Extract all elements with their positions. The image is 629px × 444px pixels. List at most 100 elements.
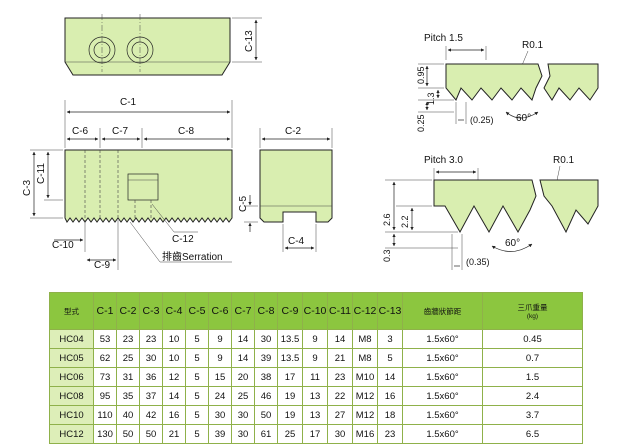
- base-1: 0.25: [416, 114, 426, 132]
- label-c2: C-2: [285, 126, 302, 137]
- table-cell: 9: [208, 329, 232, 349]
- cell-model: HC05: [49, 348, 94, 368]
- table-cell: 22: [327, 386, 353, 406]
- table-cell: 5: [185, 386, 209, 406]
- table-cell: 40: [116, 405, 140, 425]
- table-cell: 24: [208, 386, 232, 406]
- serration-detail-1: Pitch 1.5 R0.1 0.95 1.3 0.25 (0.25) 60°: [416, 33, 599, 132]
- table-cell: 12: [162, 367, 186, 387]
- header-c5: C-5: [185, 292, 209, 330]
- label-c13: C-13: [244, 30, 255, 52]
- label-c3: C-3: [22, 179, 33, 196]
- table-cell: 1.5x60°: [402, 386, 483, 406]
- table-cell: 46: [254, 386, 278, 406]
- cell-model: HC08: [49, 386, 94, 406]
- table-cell: 30: [231, 424, 255, 444]
- table-cell: 23: [139, 329, 163, 349]
- table-cell: 18: [377, 405, 403, 425]
- table-cell: 30: [208, 405, 232, 425]
- table-cell: 9: [302, 329, 328, 349]
- cell-model: HC06: [49, 367, 94, 387]
- table-cell: 36: [139, 367, 163, 387]
- radius-1: R0.1: [522, 40, 544, 51]
- table-cell: 14: [231, 329, 255, 349]
- label-c6: C-6: [72, 126, 89, 137]
- top-view: C-13: [64, 14, 262, 76]
- table-cell: 30: [139, 348, 163, 368]
- depth-2: 2.2: [400, 215, 410, 228]
- radius-2: R0.1: [553, 155, 575, 166]
- table-cell: 17: [277, 367, 303, 387]
- height-1: 0.95: [416, 66, 426, 84]
- table-cell: 37: [139, 386, 163, 406]
- table-cell: 13: [302, 405, 328, 425]
- table-cell: 10: [162, 329, 186, 349]
- table-cell: 25: [116, 348, 140, 368]
- label-c5: C-5: [238, 195, 249, 212]
- table-cell: M8: [352, 329, 378, 349]
- header-c3: C-3: [139, 292, 163, 330]
- flat-1: (0.25): [470, 115, 494, 125]
- depth-1: 1.3: [426, 92, 436, 105]
- table-cell: 25: [231, 386, 255, 406]
- height-2: 2.6: [382, 213, 392, 226]
- table-cell: 39: [208, 424, 232, 444]
- table-cell: 1.5x60°: [402, 405, 483, 425]
- table-cell: 5: [185, 367, 209, 387]
- table-cell: 23: [116, 329, 140, 349]
- header-c10: C-10: [302, 292, 328, 330]
- table-cell: 62: [93, 348, 117, 368]
- header-c11: C-11: [327, 292, 353, 330]
- table-cell: 14: [162, 386, 186, 406]
- header-c4: C-4: [162, 292, 186, 330]
- header-c9: C-9: [277, 292, 303, 330]
- pitch-1: Pitch 1.5: [424, 33, 463, 44]
- table-cell: M8: [352, 348, 378, 368]
- table-cell: 1.5x60°: [402, 348, 483, 368]
- table-cell: M12: [352, 386, 378, 406]
- table-cell: 30: [327, 424, 353, 444]
- header-model: 型式: [49, 292, 94, 330]
- table-cell: 6.5: [482, 424, 583, 444]
- label-c11: C-11: [36, 163, 47, 184]
- table-cell: 13.5: [277, 348, 303, 368]
- table-cell: 11: [302, 367, 328, 387]
- table-cell: 13.5: [277, 329, 303, 349]
- table-cell: 5: [185, 348, 209, 368]
- table-cell: 110: [93, 405, 117, 425]
- label-serration: 排齒Serration: [162, 250, 223, 263]
- table-cell: 130: [93, 424, 117, 444]
- table-cell: 19: [277, 405, 303, 425]
- table-cell: 61: [254, 424, 278, 444]
- table-cell: 1.5x60°: [402, 329, 483, 349]
- label-c12: C-12: [172, 234, 194, 245]
- table-cell: 3: [377, 329, 403, 349]
- table-cell: 42: [139, 405, 163, 425]
- header-c2: C-2: [116, 292, 140, 330]
- table-cell: 0.45: [482, 329, 583, 349]
- header-pitch: 齒牆狀節距: [402, 292, 483, 330]
- table-cell: 23: [377, 424, 403, 444]
- table-cell: 30: [254, 329, 278, 349]
- table-cell: 30: [231, 405, 255, 425]
- table-cell: 50: [254, 405, 278, 425]
- table-cell: 73: [93, 367, 117, 387]
- header-c7: C-7: [231, 292, 255, 330]
- table-cell: 9: [208, 348, 232, 368]
- table-cell: 31: [116, 367, 140, 387]
- label-c4: C-4: [288, 236, 305, 247]
- table-cell: 14: [377, 367, 403, 387]
- table-cell: 1.5x60°: [402, 367, 483, 387]
- table-cell: 20: [231, 367, 255, 387]
- side-view: C-2 C-5 C-4: [238, 126, 333, 252]
- table-cell: 3.7: [482, 405, 583, 425]
- header-c1: C-1: [93, 292, 117, 330]
- table-cell: 16: [377, 386, 403, 406]
- table-cell: 35: [116, 386, 140, 406]
- table-cell: 39: [254, 348, 278, 368]
- table-cell: M12: [352, 405, 378, 425]
